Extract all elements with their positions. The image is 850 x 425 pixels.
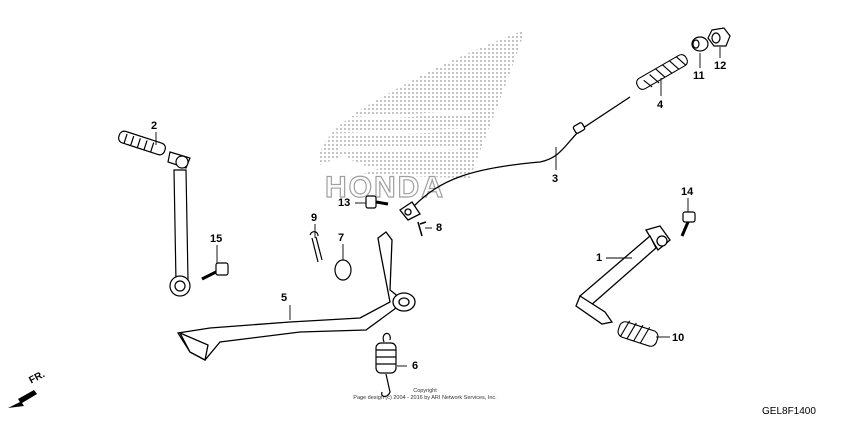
leader-lines — [155, 47, 721, 367]
wing-shape — [319, 30, 525, 178]
callout-8: 8 — [436, 222, 443, 234]
callout-3: 3 — [552, 173, 559, 185]
bolt-13 — [365, 195, 389, 209]
cotter-pin-9 — [309, 231, 323, 263]
nut-12 — [707, 27, 731, 47]
brake-rod-3 — [399, 96, 631, 221]
pin-8 — [417, 221, 427, 237]
callout-1: 1 — [596, 252, 603, 264]
diagram-code: GEL8F1400 — [762, 406, 816, 417]
callout-14: 14 — [681, 186, 694, 198]
copyright-line-1: Copyright — [413, 388, 437, 394]
honda-wing-logo: HONDA — [319, 30, 525, 205]
callout-9: 9 — [311, 212, 318, 224]
callout-7: 7 — [338, 232, 345, 244]
callout-5: 5 — [281, 292, 288, 304]
brake-pedal — [176, 231, 416, 361]
bolt-14 — [680, 211, 696, 237]
callout-6: 6 — [412, 360, 419, 372]
callout-11: 11 — [693, 70, 705, 82]
kick-starter-arm — [575, 225, 671, 325]
bolt-15 — [201, 262, 229, 281]
callout-4: 4 — [657, 99, 664, 111]
copyright-notice: Copyright Page design (c) 2004 - 2016 by… — [330, 388, 520, 402]
joint-11 — [691, 36, 709, 52]
shift-pedal — [118, 130, 191, 297]
callout-13: 13 — [338, 197, 351, 209]
wing-feather-1 — [329, 110, 471, 122]
callout-12: 12 — [714, 60, 727, 72]
washer-7 — [334, 259, 352, 281]
callout-2: 2 — [151, 120, 158, 132]
copyright-line-2: Page design (c) 2004 - 2016 by ARI Netwo… — [353, 395, 497, 401]
spring-6 — [375, 332, 397, 398]
kick-rubber-10 — [617, 320, 659, 347]
honda-logo-text: HONDA — [325, 171, 445, 204]
callout-10: 10 — [672, 332, 685, 344]
spring-4 — [636, 54, 688, 90]
wing-feather-2 — [334, 128, 466, 137]
callout-15: 15 — [210, 233, 223, 245]
front-arrow-icon — [8, 390, 37, 408]
wing-feather-3 — [339, 146, 461, 152]
